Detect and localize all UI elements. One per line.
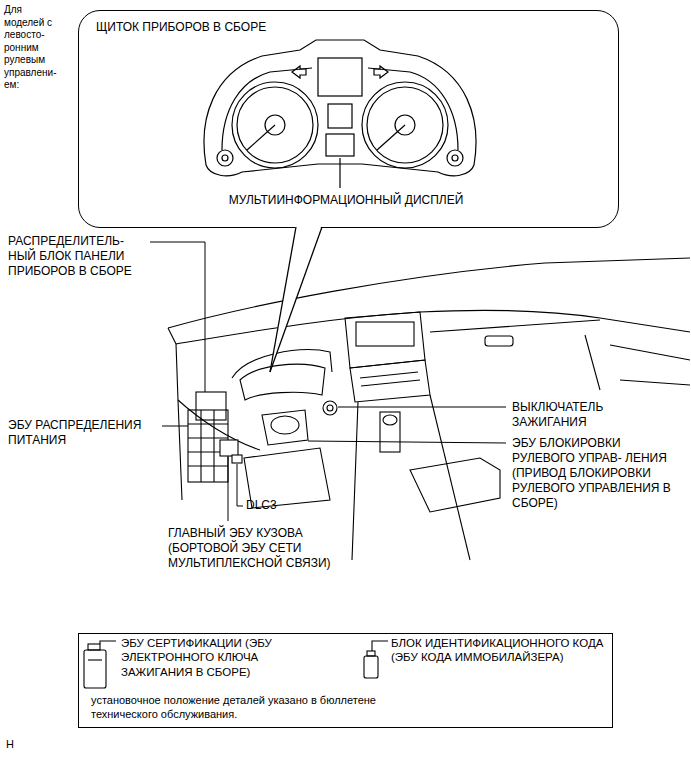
- icon-detail: [88, 659, 102, 660]
- ignition-switch-center: [327, 405, 333, 411]
- small-gauge-hub: [452, 155, 458, 161]
- column-cover: [262, 410, 308, 445]
- note-text: Для моделей с левосто- ронним рулевым уп…: [4, 4, 62, 92]
- main-body-ecu: [220, 440, 238, 456]
- callout-pointer-edge: [270, 227, 296, 372]
- part-label: ГЛАВНЫЙ ЭБУ КУЗОВА (БОРТОВОЙ ЭБУ СЕТИ МУ…: [168, 526, 344, 571]
- instrument-cluster-drawing: [204, 40, 476, 188]
- leader-line: [228, 457, 229, 521]
- leader-line: [150, 242, 205, 392]
- multi-display-screen: [328, 104, 352, 128]
- shift-knob: [383, 415, 397, 425]
- turn-signal-left: [292, 66, 306, 78]
- leader-lines: [150, 242, 506, 521]
- transponder-ecu-icon: [364, 656, 378, 678]
- leader-line: [100, 641, 116, 644]
- assembly-heading: ЩИТОК ПРИБОРОВ В СБОРЕ: [96, 20, 416, 35]
- tachometer: [362, 82, 448, 168]
- cluster-outline: [204, 40, 476, 176]
- leader-line: [237, 464, 243, 506]
- callout-pointer-edge: [270, 227, 322, 372]
- dashboard-drawing: [168, 258, 690, 560]
- part-name: БЛОК ИДЕНТИФИКАЦИОННОГО КОДА (ЭБУ КОДА И…: [391, 636, 607, 665]
- speedometer-needle: [247, 125, 275, 150]
- cluster-face: [240, 364, 325, 400]
- part-label: ЭБУ БЛОКИРОВКИ РУЛЕВОГО УПРАВ- ЛЕНИЯ (ПР…: [512, 436, 678, 511]
- passenger-dash: [430, 320, 600, 332]
- part-label: ВЫКЛЮЧАТЕЛЬ ЗАЖИГАНИЯ: [512, 400, 662, 430]
- multi-display-lower: [326, 134, 354, 156]
- leader-line: [372, 641, 388, 651]
- lower-dash: [178, 400, 260, 450]
- figure-code: H: [6, 738, 36, 752]
- dash-back-edge: [168, 258, 690, 328]
- tachometer-needle: [377, 125, 405, 150]
- part-label: DLC3: [246, 498, 306, 513]
- center-stack: [345, 312, 425, 368]
- small-gauge: [217, 150, 233, 166]
- callout-frame: ЩИТОК ПРИБОРОВ В СБОРЕ МУЛЬТИИНФОРМАЦИОНН…: [78, 10, 619, 228]
- audio-panel: [350, 360, 430, 402]
- connector-icon: [88, 644, 100, 650]
- vent-slat: [360, 372, 418, 378]
- ignition-switch: [323, 401, 337, 415]
- leader-line: [308, 441, 506, 443]
- dash-left-side: [168, 328, 182, 500]
- part-label: РАСПРЕДЕЛИТЕЛЬ- НЫЙ БЛОК ПАНЕЛИ ПРИБОРОВ…: [8, 234, 142, 279]
- callout-pointer: [270, 224, 322, 372]
- cluster-hood: [232, 350, 332, 378]
- cluster-bezel: [222, 68, 458, 150]
- indicator-panel: [318, 58, 362, 96]
- tachometer-ring: [367, 87, 443, 163]
- console-right: [430, 395, 470, 560]
- speedometer-ring: [237, 87, 313, 163]
- navigation-screen: [356, 322, 414, 346]
- dash-front-edge: [176, 310, 600, 344]
- part-name: ЭБУ СЕРТИФИКАЦИИ (ЭБУ ЭЛЕКТРОННОГО КЛЮЧА…: [121, 636, 313, 679]
- connector-icon: [367, 651, 375, 656]
- leader-line: [162, 426, 188, 427]
- small-gauge: [447, 150, 463, 166]
- small-gauge-hub: [222, 155, 228, 161]
- console-left: [352, 402, 358, 560]
- door-panel: [585, 318, 690, 390]
- steering-column: [271, 416, 299, 434]
- leader-line: [338, 407, 506, 408]
- certification-ecu-icon: [84, 650, 106, 688]
- leader-line: [339, 158, 340, 188]
- armrest: [410, 458, 500, 512]
- dlc3-connector: [232, 455, 242, 463]
- part-name: МУЛЬТИИНФОРМАЦИОННЫЙ ДИСПЛЕЙ: [79, 193, 613, 208]
- speedometer: [232, 82, 318, 168]
- turn-signal-right: [374, 66, 388, 78]
- air-vent: [485, 336, 513, 346]
- parts-frame: ЭБУ СЕРТИФИКАЦИИ (ЭБУ ЭЛЕКТРОННОГО КЛЮЧА…: [78, 633, 613, 728]
- shift-gate: [380, 412, 400, 452]
- vent-slat: [361, 380, 420, 386]
- note-text: установочное положение деталей указано в…: [91, 694, 391, 722]
- part-label: ЭБУ РАСПРЕДЕЛЕНИЯ ПИТАНИЯ: [8, 418, 160, 448]
